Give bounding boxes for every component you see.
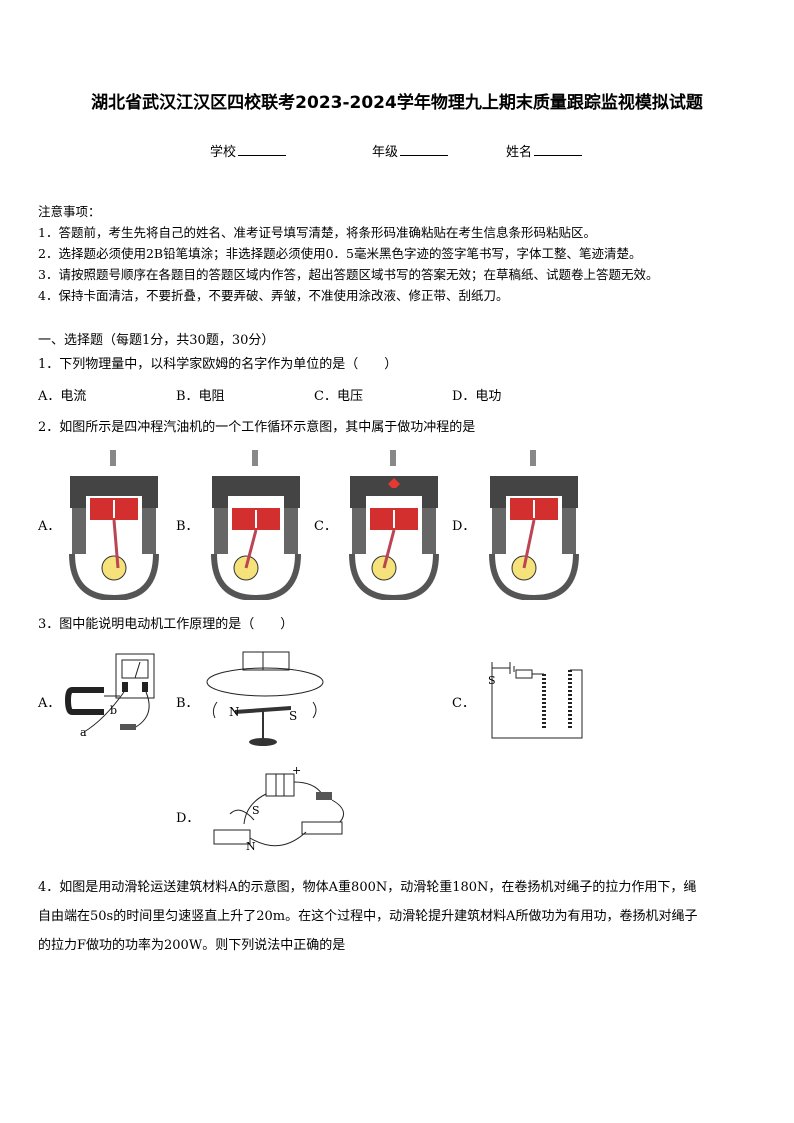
grade-blank[interactable] [400,143,449,156]
question-4-stem: 4．如图是用动滑轮运送建筑材料A的示意图，物体A重800N，动滑轮重180N，在… [38,873,763,960]
notice-heading: 注意事项： [38,204,101,219]
q3-figure-b: N S [206,651,324,746]
q4-line: 的拉力F做功的功率为200W。则下列说法中正确的是 [38,938,346,953]
q3-figure-a: a b [64,653,155,739]
engine-figure-a [69,450,159,600]
engine-figure-c [349,450,439,600]
q1-option-b[interactable]: B．电阻 [176,389,225,404]
q2-option-b-label[interactable]: B． [176,519,199,534]
q3-option-c-label[interactable]: C． [452,696,475,711]
grade-field[interactable]: 年级 [372,141,449,160]
notice-item: 3．请按照题号顺序在各题目的答题区域内作答，超出答题区域书写的答案无效；在草稿纸… [38,267,659,282]
q4-line: 自由端在50s的时间里匀速竖直上升了20m。在这个过程中，动滑轮提升建筑材料A所… [38,909,698,924]
q3-option-a-label[interactable]: A． [38,696,61,711]
name-label: 姓名 [506,145,533,160]
notice-block: 注意事项： 1．答题前，考生先将自己的姓名、准考证号填写清楚，将条形码准确粘贴在… [38,202,758,307]
label-d-n: N [246,840,256,853]
q2-option-c-label[interactable]: C． [314,519,337,534]
label-a: a [80,726,87,739]
school-label: 学校 [210,145,237,160]
notice-item: 4．保持卡面清洁，不要折叠，不要弄破、弄皱，不准使用涂改液、修正带、刮纸刀。 [38,288,509,303]
label-s: S [289,709,297,723]
engine-figure-b [211,450,301,600]
question-2-stem: 2．如图所示是四冲程汽油机的一个工作循环示意图，其中属于做功冲程的是 [38,420,476,435]
notice-item: 2．选择题必须使用2B铅笔填涂；非选择题必须使用0．5毫米黑色字迹的签字笔书写，… [38,246,642,261]
q3-option-b-label[interactable]: B． [176,696,199,711]
page-title: 湖北省武汉江汉区四校联考2023-2024学年物理九上期末质量跟踪监视模拟试题 [91,93,703,113]
name-field[interactable]: 姓名 [506,141,583,160]
grade-label: 年级 [372,145,399,160]
label-d-s: S [252,804,260,817]
q2-option-d-label[interactable]: D． [452,519,476,534]
label-b: b [110,704,117,717]
school-blank[interactable] [238,143,287,156]
q1-option-a[interactable]: A．电流 [38,389,87,404]
engine-figure-d [489,450,579,600]
label-switch-s: S [488,674,496,687]
q3-figure-c: S [488,662,583,739]
q1-option-d[interactable]: D．电功 [452,389,502,404]
school-field[interactable]: 学校 [210,141,287,160]
q3-figure-d: S N + [213,764,345,853]
label-n: N [229,705,240,719]
question-1-stem: 1．下列物理量中，以科学家欧姆的名字作为单位的是（ ） [38,357,398,372]
name-blank[interactable] [534,143,583,156]
label-plus: + [292,764,301,777]
q3-option-d-label[interactable]: D． [176,811,200,826]
q4-line: 4．如图是用动滑轮运送建筑材料A的示意图，物体A重800N，动滑轮重180N，在… [38,880,697,895]
section-heading: 一、选择题（每题1分，共30题，30分） [38,333,275,348]
q1-option-c[interactable]: C．电压 [314,389,363,404]
notice-item: 1．答题前，考生先将自己的姓名、准考证号填写清楚，将条形码准确粘贴在考生信息条形… [38,225,596,240]
question-3-stem: 3．图中能说明电动机工作原理的是（ ） [38,617,294,632]
q2-option-a-label[interactable]: A． [38,519,61,534]
